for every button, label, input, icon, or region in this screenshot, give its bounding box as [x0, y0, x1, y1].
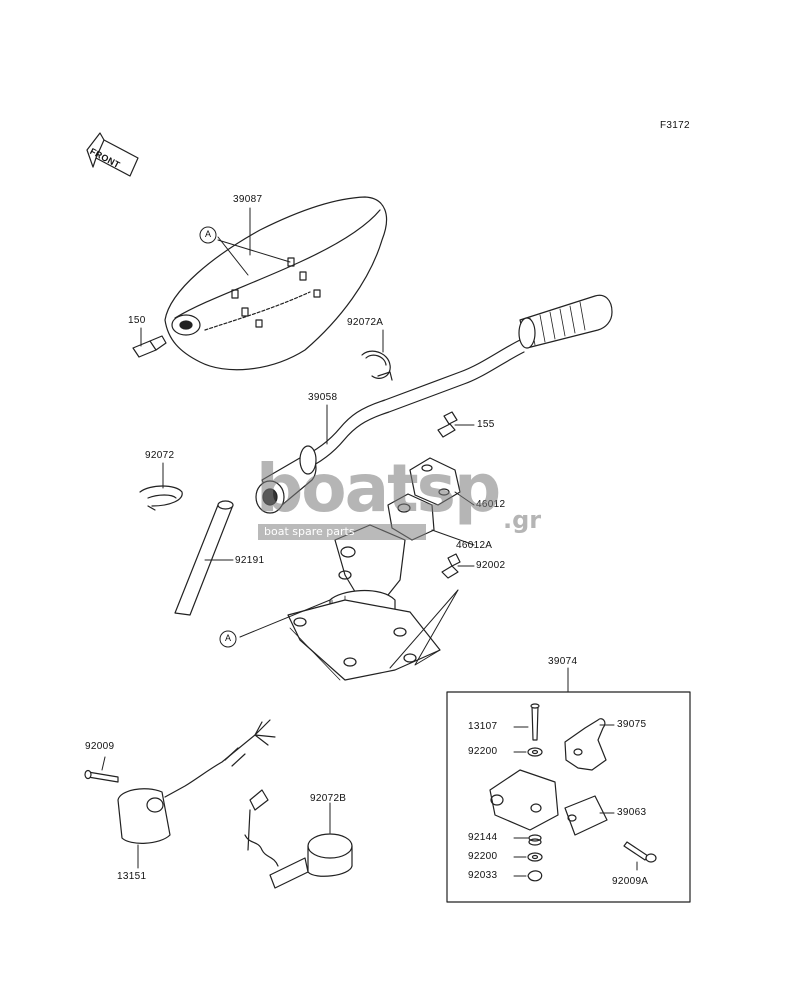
part-label-46012: 46012 — [476, 499, 506, 510]
tube-92191 — [174, 500, 234, 616]
washer-92200-b — [527, 852, 543, 862]
callout-a-bottom — [219, 630, 237, 648]
steering-column — [287, 524, 441, 681]
front-arrow-icon — [86, 132, 139, 177]
callout-a-top — [199, 226, 217, 244]
part-label-92200-a: 92200 — [468, 746, 498, 757]
callout-a-bottom-label: A — [225, 633, 232, 643]
washer-92200-a-hole — [531, 749, 539, 755]
part-label-92072a: 92072A — [347, 317, 384, 328]
watermark-tagline: boat spare parts — [258, 524, 426, 540]
housing — [489, 769, 559, 831]
bolt-92002 — [441, 553, 461, 579]
part-label-39063: 39063 — [617, 807, 647, 818]
screw-92009 — [84, 769, 119, 783]
pin-13107 — [530, 703, 540, 741]
callout-a-top-label: A — [205, 229, 212, 239]
part-label-92072b: 92072B — [310, 793, 347, 804]
circlip-92033 — [527, 870, 543, 882]
part-label-92009: 92009 — [85, 741, 115, 752]
bolt-150 — [132, 335, 167, 358]
handlebar-39058 — [255, 294, 613, 514]
clamp-92072 — [139, 485, 183, 511]
screw-92009a — [623, 841, 657, 863]
part-label-92144: 92144 — [468, 832, 498, 843]
watermark-brand: boatsp — [256, 450, 501, 527]
part-label-46012a: 46012A — [456, 540, 493, 551]
washer-92200-b-hole — [531, 854, 539, 860]
diagram-code: F3172 — [660, 120, 690, 131]
part-label-92191: 92191 — [235, 555, 265, 566]
handlebar-cover-39087 — [164, 196, 388, 371]
part-label-39087: 39087 — [233, 194, 263, 205]
washer-92200-a — [527, 747, 543, 757]
holder-46012 — [409, 457, 461, 506]
part-label-92009a: 92009A — [612, 876, 649, 887]
part-label-39075: 39075 — [617, 719, 647, 730]
part-label-39058: 39058 — [308, 392, 338, 403]
part-label-92033: 92033 — [468, 870, 498, 881]
part-label-92002: 92002 — [476, 560, 506, 571]
part-label-13107: 13107 — [468, 721, 498, 732]
part-label-13151: 13151 — [117, 871, 147, 882]
bracket-92072b — [244, 789, 353, 889]
leader-lines — [101, 207, 638, 877]
watermark-tld: .gr — [503, 506, 542, 534]
spring-92144 — [528, 834, 542, 846]
lever-39075 — [564, 718, 607, 771]
switch-13151 — [117, 719, 276, 844]
cover-39063 — [564, 795, 608, 836]
part-label-92200-b: 92200 — [468, 851, 498, 862]
clamp-92072a — [361, 350, 393, 381]
part-label-92072: 92072 — [145, 450, 175, 461]
part-label-155: 155 — [477, 419, 495, 430]
bolt-155 — [437, 411, 458, 438]
part-label-150: 150 — [128, 315, 146, 326]
part-label-39074: 39074 — [548, 656, 578, 667]
